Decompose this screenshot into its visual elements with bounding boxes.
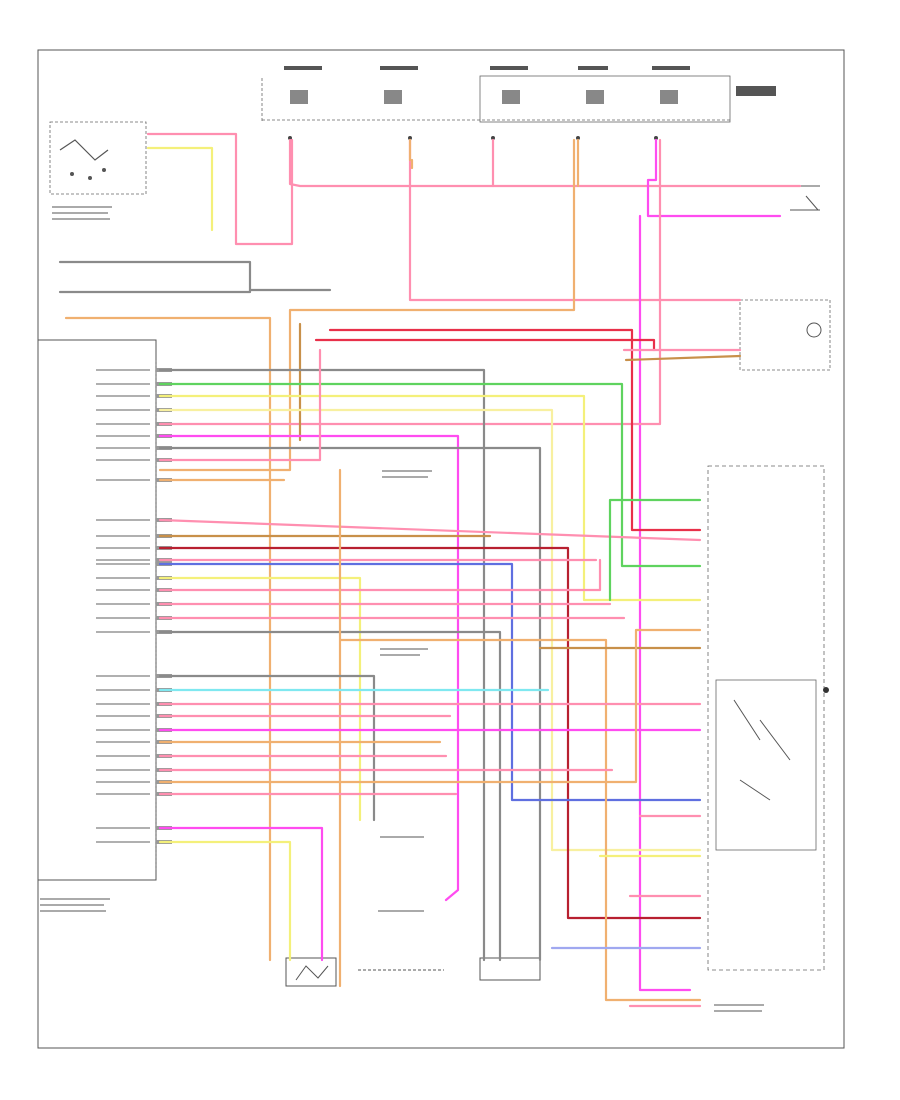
pcm-pin-label-stub <box>96 447 150 449</box>
pcm-pin-label-stub <box>96 675 150 677</box>
wire-gray-17 <box>158 674 376 822</box>
bottom-sensors <box>285 957 541 987</box>
fuse-block <box>261 66 776 140</box>
wire-gray-2 <box>158 446 542 962</box>
pcm-pin-label-stub <box>96 559 150 561</box>
wire-pink-brake <box>146 132 294 246</box>
pcm-pin-label-stub <box>96 383 150 385</box>
wire-magenta-27 <box>158 826 324 962</box>
wire-gray-35 <box>58 260 252 294</box>
pcm-pin-label-stub <box>96 755 150 757</box>
pcm-pin-label-stub <box>96 603 150 605</box>
wire-pink-right-vert <box>158 138 662 426</box>
pcm-pin-label-stub <box>96 435 150 437</box>
wire-gray-14 <box>158 630 502 962</box>
pcm-pin-label-stub <box>96 589 150 591</box>
wire-pink-4 <box>158 348 322 462</box>
pcm-pin-label-stub <box>96 781 150 783</box>
wire-magenta-pcm <box>158 434 460 902</box>
wire-yellow-28 <box>158 840 292 962</box>
pcm-pin-label-stub <box>96 841 150 843</box>
cruise-switch <box>790 185 820 211</box>
wire-pink-11 <box>158 558 602 592</box>
pcm-pin-rows <box>96 368 172 844</box>
wire-orange-1 <box>408 138 414 170</box>
pcm-pin-label-stub <box>96 741 150 743</box>
pcm-pin-label-stub <box>96 769 150 771</box>
pcm-pin-label-stub <box>96 409 150 411</box>
pcm-pin-label-stub <box>96 715 150 717</box>
wire-magenta-vert <box>638 214 692 992</box>
wire-pink-top-bus <box>288 138 802 188</box>
wire-red-upper <box>328 328 702 532</box>
wire-gray-1 <box>158 368 486 962</box>
pcm-pin-label-stub <box>96 729 150 731</box>
pcm-pin-label-stub <box>96 479 150 481</box>
wire-yellow-2 <box>158 394 702 602</box>
pcm-pin-label-stub <box>96 631 150 633</box>
instrument-cluster <box>739 299 831 371</box>
wire-green-1 <box>158 382 702 568</box>
wire-orange-25 <box>158 628 702 784</box>
pcm-pin-label-stub <box>96 395 150 397</box>
brake-switch <box>49 121 147 195</box>
pcm-pin-label-stub <box>96 689 150 691</box>
pcm-pin-label-stub <box>96 547 150 549</box>
pcm-pin-label-stub <box>96 563 150 565</box>
pcm-pin-label-stub <box>96 459 150 461</box>
pcm-pin-label-stub <box>96 703 150 705</box>
wire-yellow-brake <box>146 146 214 232</box>
transaxle-block <box>707 465 829 971</box>
wire-magenta-main <box>646 138 782 218</box>
wire-brown-4 <box>298 322 742 442</box>
pcm-pin-label-stub <box>96 827 150 829</box>
pcm-block <box>37 339 157 881</box>
wire-yellow-10 <box>158 576 362 822</box>
label-stubs <box>40 206 764 1012</box>
wire-darkred-7 <box>158 546 702 920</box>
wire-light-yellow-3 <box>158 408 702 852</box>
pcm-pin-label-stub <box>96 793 150 795</box>
pcm-pin-label-stub <box>96 423 150 425</box>
pcm-pin-label-stub <box>96 369 150 371</box>
pcm-pin-label-stub <box>96 535 150 537</box>
wire-orange-15 <box>338 468 702 1002</box>
wire-harness <box>58 132 802 1008</box>
wire-green-34 <box>608 498 702 602</box>
pcm-pin-label-stub <box>96 617 150 619</box>
wire-pink-drop-1 <box>408 138 742 302</box>
pcm-pin-label-stub <box>96 577 150 579</box>
pcm-pin-label-stub <box>96 519 150 521</box>
wire-red-2 <box>314 338 656 352</box>
wire-orange-fuse2 <box>64 316 272 962</box>
wire-orange-main <box>158 138 580 472</box>
